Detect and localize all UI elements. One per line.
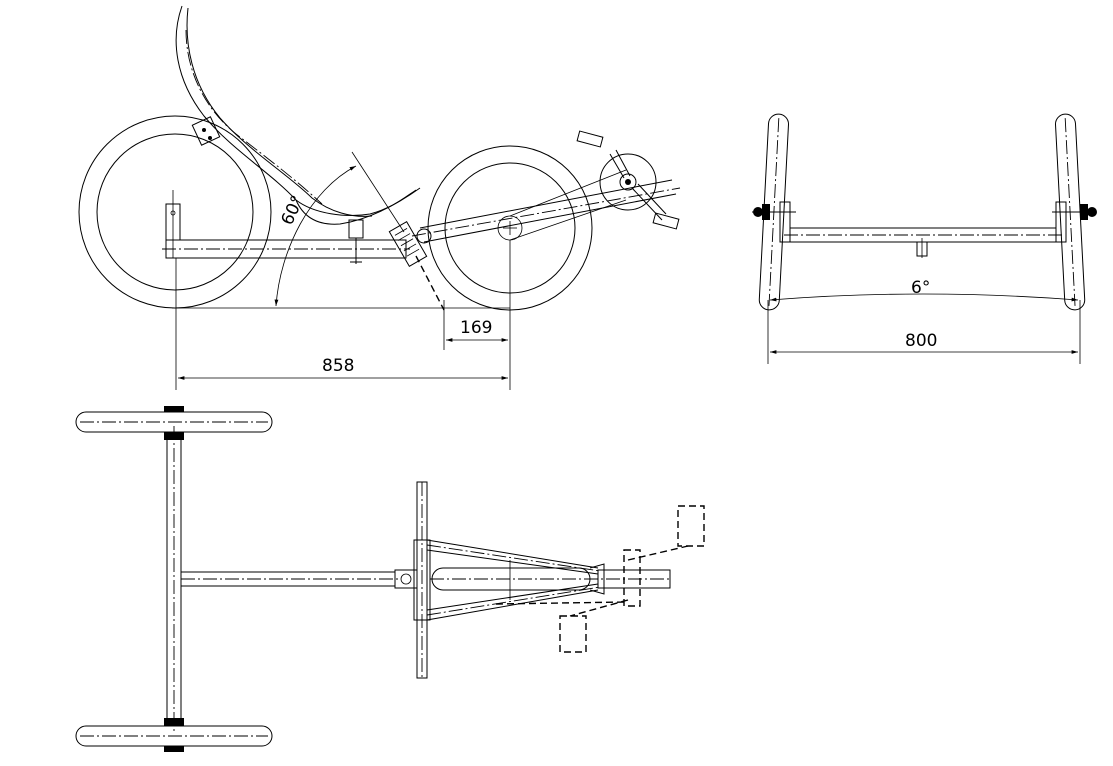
track-width-label: 800 bbox=[905, 331, 937, 351]
camber-label: 6° bbox=[911, 278, 930, 298]
boom bbox=[411, 179, 681, 244]
head-tube bbox=[388, 220, 428, 268]
side-view: 60° 169 858 bbox=[78, 5, 681, 390]
top-boom-frame bbox=[426, 539, 671, 621]
top-view bbox=[75, 406, 705, 752]
top-rear-axle bbox=[164, 406, 184, 752]
front-axle-beam bbox=[752, 201, 1097, 258]
top-crank-pedals bbox=[495, 505, 705, 653]
chain bbox=[509, 153, 657, 241]
steering-axis bbox=[415, 255, 445, 311]
front-view: 6° 800 bbox=[752, 113, 1097, 364]
dimension-858: 858 bbox=[322, 356, 354, 376]
top-front-axle bbox=[413, 481, 431, 679]
seat-mount bbox=[348, 219, 364, 264]
crankset bbox=[576, 130, 680, 230]
dimension-169: 169 bbox=[460, 318, 492, 338]
angle-label: 60° bbox=[277, 193, 308, 229]
seat bbox=[175, 5, 421, 225]
top-main-tube bbox=[180, 569, 418, 589]
front-dimensions: 6° 800 bbox=[767, 278, 1081, 364]
